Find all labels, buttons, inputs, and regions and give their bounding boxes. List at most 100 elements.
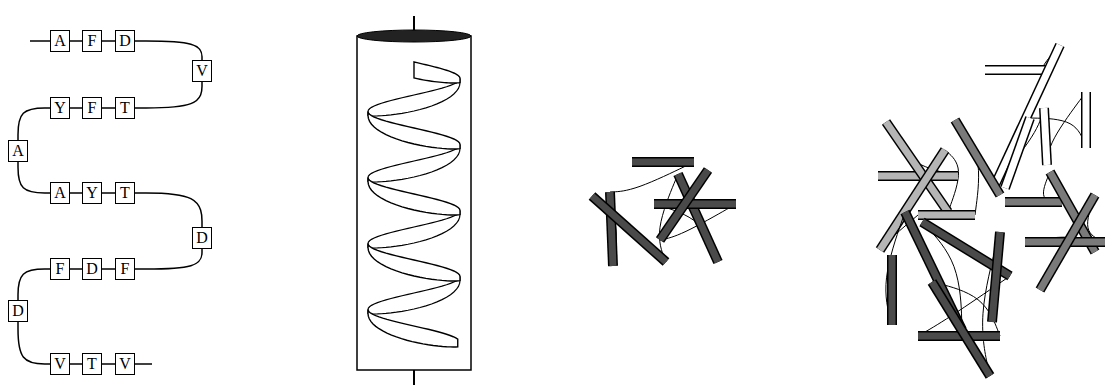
amino-acid-box: F <box>82 30 102 52</box>
helix-rod <box>955 120 1000 195</box>
residue-letter: V <box>196 63 208 79</box>
amino-acid-box: F <box>115 258 135 280</box>
helix-rod <box>632 159 694 166</box>
residue-letter: D <box>119 33 131 49</box>
helix-rod <box>889 255 896 325</box>
helix-rod <box>1040 195 1095 290</box>
helix-rod <box>654 201 736 208</box>
helix-cylinder <box>357 16 471 385</box>
peptide-bond <box>70 363 82 365</box>
helix-rod <box>985 67 1050 74</box>
chain-start <box>30 40 50 42</box>
amino-acid-box: V <box>115 353 135 375</box>
amino-acid-box: A <box>50 30 70 52</box>
peptide-bond <box>70 268 82 270</box>
peptide-bond <box>135 249 202 269</box>
helix-rod <box>1044 108 1047 165</box>
helix-rod <box>918 210 975 220</box>
loop <box>983 232 1000 376</box>
helix-rod <box>995 45 1060 185</box>
helix-rod <box>992 232 1000 322</box>
peptide-bond <box>18 322 50 364</box>
alpha-helix-ribbon <box>368 62 460 347</box>
helix-rod <box>932 282 990 376</box>
helix-rod <box>1083 92 1090 148</box>
loop <box>886 212 905 325</box>
helix-axis <box>413 370 415 385</box>
helix-rod <box>1005 118 1030 188</box>
helix-front-strand <box>368 310 458 347</box>
helix-back-strand <box>368 277 460 315</box>
amino-acid-box: D <box>192 227 212 249</box>
helix-rod <box>660 170 708 240</box>
helix-rod <box>1040 195 1095 290</box>
peptide-bond <box>102 40 115 42</box>
residue-letter: D <box>86 261 98 277</box>
amino-acid-box: D <box>8 300 28 322</box>
residue-letter: F <box>88 100 97 116</box>
helix-rod <box>1081 92 1091 148</box>
helix-rod <box>992 232 1000 322</box>
helix-rod <box>654 199 736 209</box>
peptide-bond <box>18 162 50 193</box>
helix-rod <box>610 192 613 266</box>
helix-rod <box>918 212 975 219</box>
helix-rod <box>1005 199 1062 206</box>
residue-letter: F <box>88 33 97 49</box>
residue-letter: T <box>120 100 130 116</box>
peptide-bond <box>135 193 202 227</box>
residue-letter: Y <box>54 100 66 116</box>
residue-letter: A <box>12 143 24 159</box>
residue-letter: Y <box>86 185 98 201</box>
helix-back-strand <box>368 79 460 117</box>
helix-back-strand <box>368 211 460 249</box>
residue-letter: D <box>196 230 208 246</box>
loop <box>1047 92 1086 165</box>
helix-rod <box>1005 118 1030 188</box>
residue-letter: F <box>121 261 130 277</box>
peptide-bond <box>70 40 82 42</box>
helix-front-strand <box>368 178 460 216</box>
residue-letter: V <box>54 356 66 372</box>
helix-front-strand <box>414 62 460 83</box>
cylinder-top <box>357 30 471 42</box>
residue-letter: T <box>120 185 130 201</box>
helix-rod <box>995 45 1060 185</box>
amino-acid-box: Y <box>50 97 70 119</box>
peptide-bond <box>102 268 115 270</box>
peptide-bond <box>135 41 202 60</box>
amino-acid-box: T <box>115 182 135 204</box>
quaternary-structure <box>878 45 1105 376</box>
peptide-bond <box>102 192 115 194</box>
amino-acid-box: A <box>50 182 70 204</box>
peptide-bond <box>70 192 82 194</box>
loop <box>1030 118 1086 148</box>
peptide-bond <box>102 363 115 365</box>
amino-acid-box: F <box>50 258 70 280</box>
peptide-bond <box>18 269 50 300</box>
helix-rod <box>932 282 990 376</box>
chain-end <box>135 363 152 365</box>
peptide-bond <box>102 107 115 109</box>
amino-acid-box: V <box>50 353 70 375</box>
helix-rod <box>985 65 1050 75</box>
helix-front-strand <box>368 244 460 282</box>
residue-letter: A <box>54 185 66 201</box>
residue-letter: F <box>56 261 65 277</box>
amino-acid-box: D <box>115 30 135 52</box>
residue-letter: A <box>54 33 66 49</box>
amino-acid-box: F <box>82 97 102 119</box>
helix-rod <box>610 192 613 266</box>
peptide-bond <box>18 108 50 140</box>
amino-acid-box: T <box>115 97 135 119</box>
peptide-bond <box>70 107 82 109</box>
residue-letter: T <box>87 356 97 372</box>
helix-rod <box>632 157 694 167</box>
amino-acid-box: Y <box>82 182 102 204</box>
residue-letter: V <box>119 356 131 372</box>
cylinder-body <box>357 36 471 370</box>
tertiary-structure <box>592 162 736 266</box>
helix-rod <box>660 170 708 240</box>
amino-acid-box: D <box>82 258 102 280</box>
